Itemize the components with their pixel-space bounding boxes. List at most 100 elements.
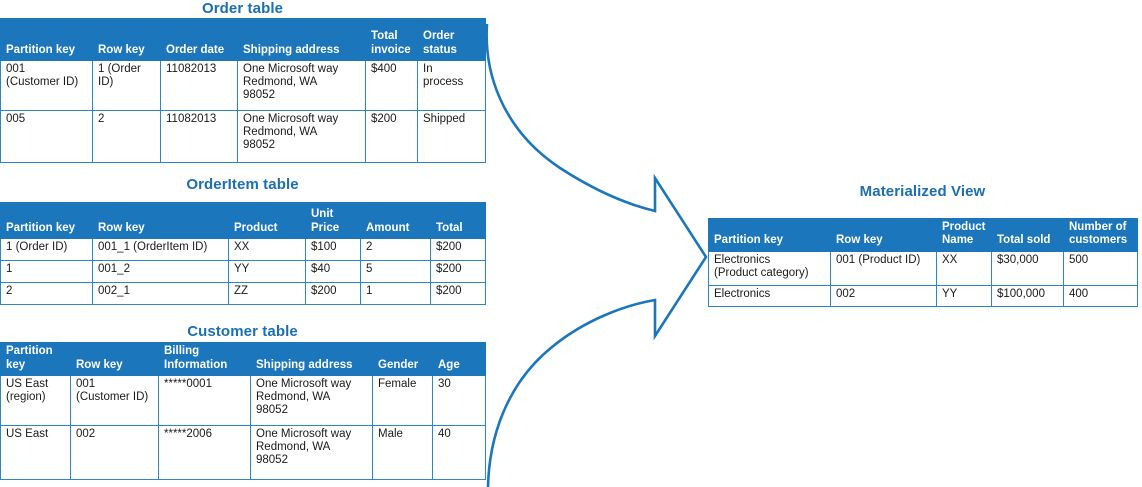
- cell-line: 11082013: [166, 113, 217, 125]
- column-header-partition-key: Partition key: [0, 18, 93, 61]
- order-table: Partition key Row key Order date Shippin…: [0, 18, 486, 163]
- cell-line: $100,000: [997, 287, 1045, 300]
- cell-row-key: 002: [70, 425, 159, 480]
- cell-partition-key: 2: [0, 282, 93, 305]
- cell-order-date: 11082013: [160, 60, 238, 111]
- cell-partition-key: US East(region): [0, 375, 71, 426]
- cell-row-key: 001_1 (OrderItem ID): [92, 238, 229, 261]
- cell-amount: 2: [360, 238, 431, 261]
- cell-line: In: [423, 63, 433, 75]
- cell-unit-price: $100: [305, 238, 361, 261]
- column-header-partition-key: Partition key: [0, 202, 93, 239]
- column-header-order-date: Order date: [160, 18, 238, 61]
- table-row: Electronics 002 YY $100,000 400: [708, 284, 1138, 307]
- cell-line: Male: [378, 428, 403, 440]
- cell-line: One Microsoft way: [243, 113, 339, 125]
- cell-line: 11082013: [166, 63, 217, 75]
- materialized-view-table: Partition key Row key Product Name Total…: [708, 218, 1138, 307]
- arrow-outline: [485, 23, 708, 487]
- column-header-partition-key: Partition key: [0, 342, 71, 376]
- column-header-order-status: Order status: [417, 18, 486, 61]
- cell-line: 400: [1069, 287, 1089, 300]
- cell-line: 98052: [243, 89, 275, 102]
- cell-total: $200: [430, 282, 486, 305]
- cell-line: US East: [6, 378, 49, 390]
- cell-line: process: [423, 76, 464, 89]
- cell-total-invoice: $400: [365, 60, 418, 111]
- column-header-row-key: Row key: [70, 342, 159, 376]
- cell-gender: Female: [372, 375, 433, 426]
- cell-line: XX: [234, 241, 250, 253]
- cell-product: YY: [228, 260, 306, 283]
- customer-table-title: Customer table: [187, 323, 298, 340]
- cell-line: Female: [378, 378, 417, 390]
- orderitem-table: Partition key Row key Product Unit Price…: [0, 202, 486, 305]
- cell-line: 001: [6, 63, 26, 75]
- cell-line: $40: [311, 263, 331, 275]
- column-header-unit-price: Unit Price: [305, 202, 361, 239]
- cell-line: 98052: [256, 454, 288, 467]
- orderitem-table-title: OrderItem table: [186, 176, 299, 193]
- cell-line: ZZ: [234, 285, 249, 297]
- cell-unit-price: $40: [305, 260, 361, 283]
- table-row: Electronics(Product category) 001 (Produ…: [708, 250, 1138, 286]
- cell-line: $200: [436, 263, 462, 275]
- cell-partition-key: 001(Customer ID): [0, 60, 93, 111]
- cell-line: 5: [366, 263, 373, 275]
- cell-row-key: 001(Customer ID): [70, 375, 159, 426]
- cell-line: 001: [76, 378, 96, 390]
- table-row: US East(region) 001(Customer ID) *****00…: [0, 375, 486, 426]
- cell-partition-key: US East: [0, 425, 71, 480]
- cell-row-key: 001 (Product ID): [830, 250, 937, 286]
- cell-line: $200: [311, 285, 337, 297]
- cell-line: 1: [6, 263, 13, 275]
- cell-line: $30,000: [997, 253, 1039, 266]
- cell-line: $200: [436, 241, 462, 253]
- table-row: 1 (Order ID) 001_1 (OrderItem ID) XX $10…: [0, 238, 486, 261]
- cell-line: 001_2: [98, 263, 130, 275]
- cell-product-name: YY: [936, 284, 992, 307]
- cell-billing-information: *****0001: [158, 375, 251, 426]
- cell-line: 30: [438, 378, 451, 390]
- column-header-number-of-customers: Number of customers: [1063, 218, 1138, 252]
- cell-amount: 5: [360, 260, 431, 283]
- cell-line: (Customer ID): [76, 391, 149, 404]
- column-header-row-key: Row key: [92, 18, 161, 61]
- column-header-row-key: Row key: [830, 218, 937, 252]
- cell-gender: Male: [372, 425, 433, 480]
- table-header-row: Partition key Row key Product Name Total…: [708, 218, 1138, 252]
- cell-line: One Microsoft way: [243, 63, 339, 75]
- column-header-total-sold: Total sold: [991, 218, 1064, 252]
- column-header-row-key: Row key: [92, 202, 229, 239]
- cell-line: (Customer ID): [6, 76, 79, 89]
- column-header-gender: Gender: [372, 342, 433, 376]
- cell-total-sold: $100,000: [991, 284, 1064, 307]
- cell-order-status: Shipped: [417, 110, 486, 163]
- cell-line: Electronics: [714, 287, 771, 300]
- cell-line: 002: [76, 428, 96, 440]
- cell-line: *****0001: [164, 378, 212, 390]
- cell-row-key: 2: [92, 110, 161, 163]
- cell-line: Redmond, WA: [256, 391, 331, 404]
- cell-line: 1: [366, 285, 373, 297]
- table-header-row: Partition key Row key Billing Informatio…: [0, 342, 486, 376]
- cell-line: 002: [836, 287, 856, 300]
- cell-line: YY: [234, 263, 250, 275]
- cell-line: 2: [6, 285, 13, 297]
- cell-row-key: 002: [830, 284, 937, 307]
- cell-number-of-customers: 400: [1063, 284, 1138, 307]
- cell-age: 40: [432, 425, 486, 480]
- cell-line: XX: [942, 253, 958, 266]
- cell-line: $200: [371, 113, 397, 125]
- cell-line: *****2006: [164, 428, 212, 440]
- table-row: 2 002_1 ZZ $200 1 $200: [0, 282, 486, 305]
- cell-line: One Microsoft way: [256, 428, 352, 440]
- column-header-amount: Amount: [360, 202, 431, 239]
- column-header-total: Total: [430, 202, 486, 239]
- cell-age: 30: [432, 375, 486, 426]
- cell-line: (Product category): [714, 267, 809, 280]
